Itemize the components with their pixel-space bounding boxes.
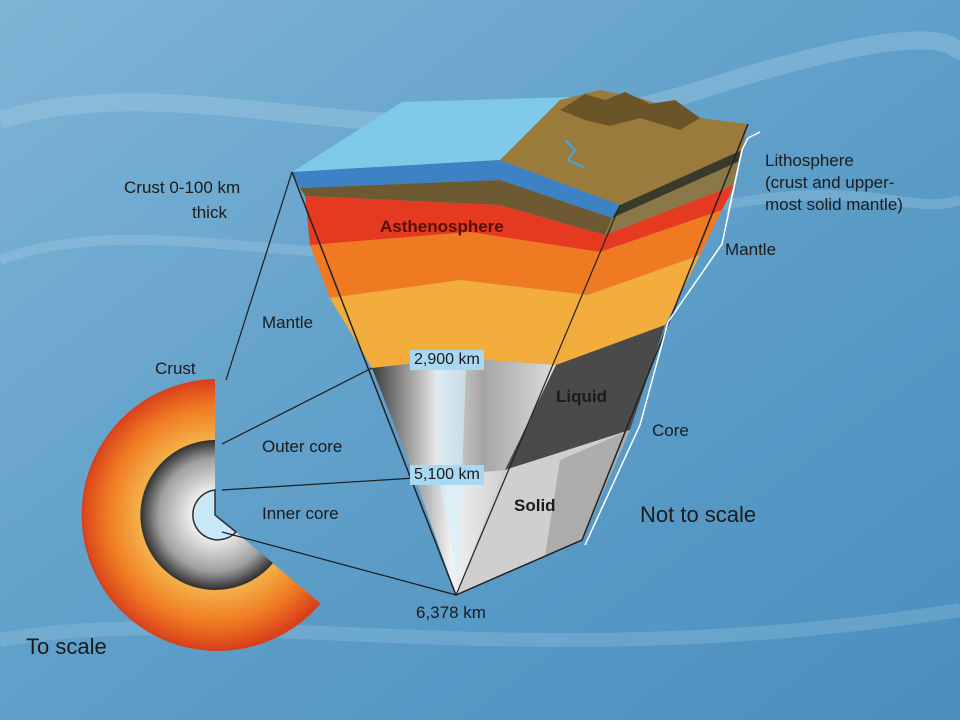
liquid-core-face [505, 325, 665, 470]
depth-2900-label: 2,900 km [410, 350, 484, 370]
asthenosphere-label: Asthenosphere [380, 217, 504, 236]
crust-thickness-label: Crust 0-100 km [124, 178, 241, 197]
lithosphere-desc-1: (crust and upper- [765, 173, 895, 192]
core-label: Core [652, 421, 689, 440]
to-scale-label: To scale [26, 634, 107, 659]
mantle-bracket [667, 149, 743, 323]
lithosphere-label: Lithosphere [765, 151, 854, 170]
core-bracket [584, 321, 669, 546]
depth-6378-label: 6,378 km [416, 603, 486, 622]
lower-mantle-layer [330, 280, 588, 368]
ocean-surface [292, 97, 570, 172]
solid-label: Solid [514, 496, 556, 515]
half-earth-inner-core [192, 489, 238, 541]
inner-core-label: Inner core [262, 504, 339, 523]
mountains [560, 92, 700, 130]
connector-lines [221, 171, 457, 596]
crust-label: Crust [155, 359, 196, 378]
depth-5100-label: 5,100 km [410, 465, 484, 485]
not-to-scale-label: Not to scale [640, 502, 757, 527]
outer-core-label: Outer core [262, 437, 343, 456]
liquid-label: Liquid [556, 387, 607, 406]
asthenosphere-layer [305, 196, 605, 252]
lithosphere-desc-2: most solid mantle) [765, 195, 903, 214]
inner-core-layer [415, 470, 505, 595]
mantle-left-label: Mantle [262, 313, 314, 332]
crust-layer [300, 180, 612, 235]
crust-thickness-label-2: thick [192, 203, 227, 222]
ocean-layer [292, 160, 620, 218]
mantle-right-label: Mantle [725, 240, 777, 259]
upper-mantle-layer [310, 232, 600, 298]
river [564, 139, 586, 169]
